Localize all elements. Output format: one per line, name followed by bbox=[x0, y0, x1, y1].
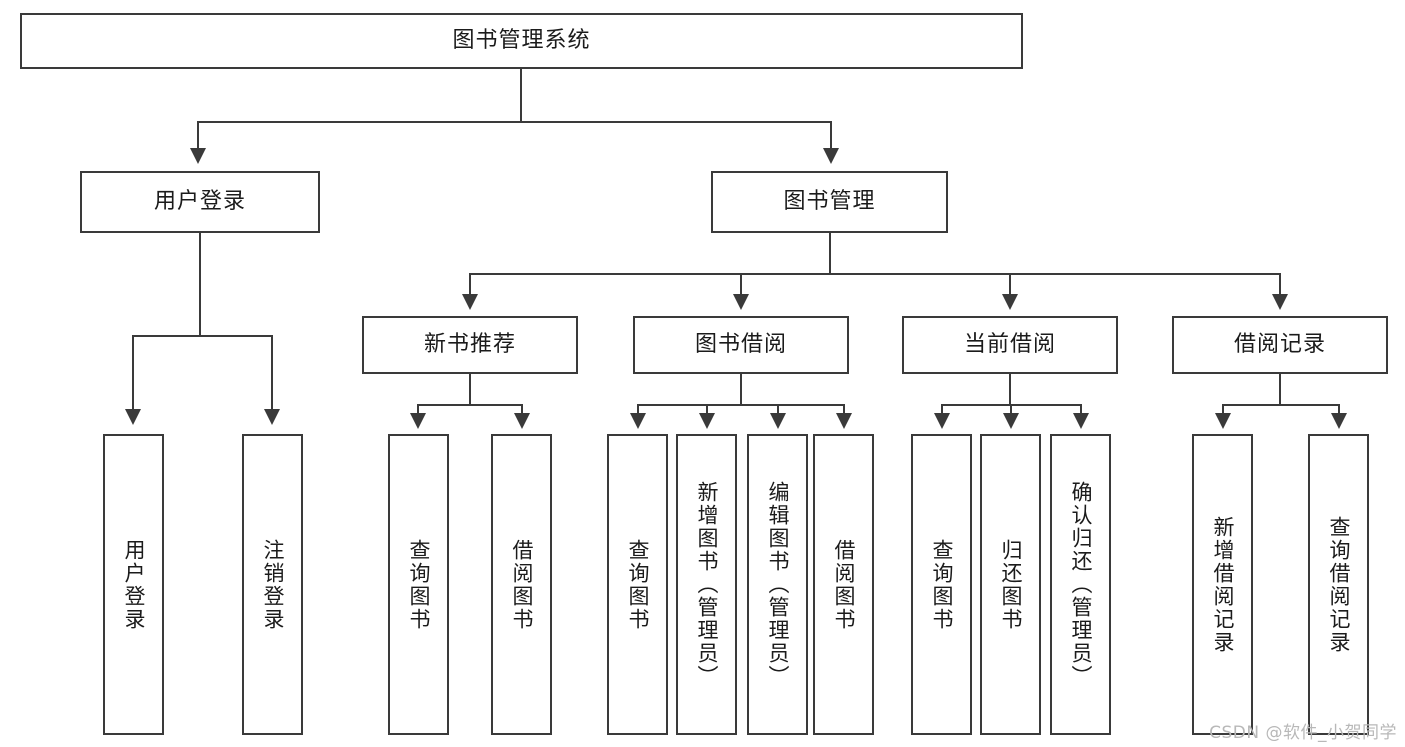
arrow-current-borrow-leaf-2 bbox=[1003, 413, 1019, 429]
connector-current-borrow-drop-1 bbox=[941, 404, 943, 414]
connector-borrow-record-drop-2 bbox=[1338, 404, 1340, 414]
watermark-text: CSDN @软件_小贺同学 bbox=[1209, 723, 1397, 743]
node-current-borrow[interactable]: 当前借阅 bbox=[902, 316, 1118, 374]
node-user-login[interactable]: 用户登录 bbox=[80, 171, 320, 233]
node-label: 编辑图书（管理员） bbox=[765, 481, 790, 688]
leaf-new-book-borrow[interactable]: 借阅图书 bbox=[491, 434, 552, 735]
connector-new-book-drop-2 bbox=[521, 404, 523, 414]
node-label: 新增图书（管理员） bbox=[694, 481, 719, 688]
connector-current-borrow-drop-2 bbox=[1010, 404, 1012, 414]
arrow-book-manage-to-borrow-record bbox=[1272, 294, 1288, 310]
connector-new-book-stem bbox=[469, 374, 471, 405]
connector-user-login-drop-1 bbox=[132, 335, 134, 410]
arrow-root-to-user-login bbox=[190, 148, 206, 164]
arrow-book-borrow-leaf-2 bbox=[699, 413, 715, 429]
connector-book-borrow-stem bbox=[740, 374, 742, 405]
arrow-book-manage-to-book-borrow bbox=[733, 294, 749, 310]
leaf-current-borrow-return[interactable]: 归还图书 bbox=[980, 434, 1041, 735]
leaf-current-borrow-confirm[interactable]: 确认归还（管理员） bbox=[1050, 434, 1111, 735]
node-borrow-record[interactable]: 借阅记录 bbox=[1172, 316, 1388, 374]
connector-borrow-record-drop-1 bbox=[1222, 404, 1224, 414]
connector-user-login-bus bbox=[132, 335, 272, 337]
arrow-user-login-leaf-2 bbox=[264, 409, 280, 425]
connector-book-borrow-drop-2 bbox=[706, 404, 708, 414]
arrow-borrow-record-leaf-1 bbox=[1215, 413, 1231, 429]
node-label: 查询借阅记录 bbox=[1326, 515, 1351, 654]
leaf-borrow-record-add[interactable]: 新增借阅记录 bbox=[1192, 434, 1253, 735]
leaf-book-borrow-edit[interactable]: 编辑图书（管理员） bbox=[747, 434, 808, 735]
connector-user-login-stem bbox=[199, 233, 201, 336]
node-label: 图书借阅 bbox=[694, 331, 787, 357]
leaf-book-borrow-borrow[interactable]: 借阅图书 bbox=[813, 434, 874, 735]
arrow-user-login-leaf-1 bbox=[125, 409, 141, 425]
node-label: 归还图书 bbox=[998, 538, 1023, 631]
leaf-user-login-logout[interactable]: 注销登录 bbox=[242, 434, 303, 735]
connector-book-manage-drop-1 bbox=[469, 273, 471, 295]
node-label: 查询图书 bbox=[406, 538, 431, 631]
node-label: 查询图书 bbox=[625, 538, 650, 631]
arrow-book-manage-to-current-borrow bbox=[1002, 294, 1018, 310]
connector-book-borrow-drop-3 bbox=[777, 404, 779, 414]
node-root-system[interactable]: 图书管理系统 bbox=[20, 13, 1023, 69]
arrow-new-book-leaf-2 bbox=[514, 413, 530, 429]
node-book-borrow[interactable]: 图书借阅 bbox=[633, 316, 849, 374]
node-label: 借阅图书 bbox=[831, 538, 856, 631]
connector-book-manage-stem bbox=[829, 233, 831, 274]
node-label: 借阅记录 bbox=[1233, 331, 1326, 357]
connector-root-to-user-login bbox=[197, 121, 199, 149]
connector-root-bus bbox=[197, 121, 832, 123]
arrow-current-borrow-leaf-1 bbox=[934, 413, 950, 429]
connector-book-manage-bus bbox=[469, 273, 1281, 275]
node-label: 新增借阅记录 bbox=[1210, 515, 1235, 654]
connector-new-book-drop-1 bbox=[417, 404, 419, 414]
connector-borrow-record-bus bbox=[1222, 404, 1339, 406]
connector-borrow-record-stem bbox=[1279, 374, 1281, 405]
node-label: 借阅图书 bbox=[509, 538, 534, 631]
connector-root-to-book-manage bbox=[830, 121, 832, 149]
connector-book-manage-drop-2 bbox=[740, 273, 742, 295]
connector-book-manage-drop-3 bbox=[1009, 273, 1011, 295]
node-label: 图书管理系统 bbox=[452, 27, 591, 53]
arrow-book-borrow-leaf-3 bbox=[770, 413, 786, 429]
leaf-user-login-login[interactable]: 用户登录 bbox=[103, 434, 164, 735]
connector-book-manage-drop-4 bbox=[1279, 273, 1281, 295]
leaf-borrow-record-query[interactable]: 查询借阅记录 bbox=[1308, 434, 1369, 735]
connector-root-stem bbox=[520, 69, 522, 122]
leaf-book-borrow-add[interactable]: 新增图书（管理员） bbox=[676, 434, 737, 735]
connector-current-borrow-drop-3 bbox=[1080, 404, 1082, 414]
leaf-current-borrow-query[interactable]: 查询图书 bbox=[911, 434, 972, 735]
node-label: 查询图书 bbox=[929, 538, 954, 631]
node-label: 用户登录 bbox=[121, 538, 146, 631]
node-label: 确认归还（管理员） bbox=[1068, 481, 1093, 688]
connector-book-borrow-drop-4 bbox=[843, 404, 845, 414]
arrow-root-to-book-manage bbox=[823, 148, 839, 164]
arrow-book-borrow-leaf-4 bbox=[836, 413, 852, 429]
node-book-manage[interactable]: 图书管理 bbox=[711, 171, 948, 233]
node-label: 图书管理 bbox=[783, 188, 876, 214]
leaf-book-borrow-query[interactable]: 查询图书 bbox=[607, 434, 668, 735]
connector-current-borrow-stem bbox=[1009, 374, 1011, 405]
arrow-current-borrow-leaf-3 bbox=[1073, 413, 1089, 429]
connector-new-book-bus bbox=[417, 404, 522, 406]
connector-user-login-drop-2 bbox=[271, 335, 273, 410]
node-label: 注销登录 bbox=[260, 538, 285, 631]
node-label: 新书推荐 bbox=[423, 331, 516, 357]
connector-book-borrow-drop-1 bbox=[637, 404, 639, 414]
node-label: 用户登录 bbox=[153, 188, 246, 214]
arrow-book-borrow-leaf-1 bbox=[630, 413, 646, 429]
connector-book-borrow-bus bbox=[637, 404, 844, 406]
arrow-new-book-leaf-1 bbox=[410, 413, 426, 429]
arrow-book-manage-to-new-book bbox=[462, 294, 478, 310]
node-label: 当前借阅 bbox=[963, 331, 1056, 357]
leaf-new-book-query[interactable]: 查询图书 bbox=[388, 434, 449, 735]
node-new-book-recommend[interactable]: 新书推荐 bbox=[362, 316, 578, 374]
arrow-borrow-record-leaf-2 bbox=[1331, 413, 1347, 429]
